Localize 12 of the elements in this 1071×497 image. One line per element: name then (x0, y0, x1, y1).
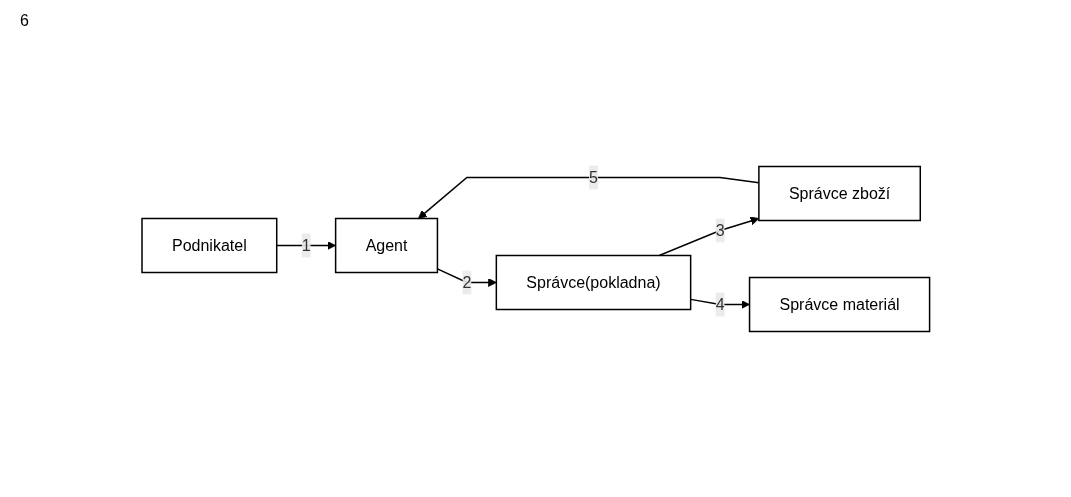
edge-label: 2 (462, 273, 472, 291)
node-box: Podnikatel (140, 217, 278, 274)
node-box: Agent (334, 217, 438, 274)
arrow (658, 216, 759, 257)
edge-label: 4 (715, 295, 725, 313)
node-box: Správce(pokladna) (495, 254, 692, 311)
node-box: Správce zboží (757, 165, 921, 222)
edge-label: 1 (301, 236, 311, 254)
edge-label: 3 (715, 221, 725, 239)
edge-label: 5 (588, 168, 598, 186)
note-number: 6 (20, 12, 29, 29)
node-box: Správce materiál (748, 276, 931, 333)
